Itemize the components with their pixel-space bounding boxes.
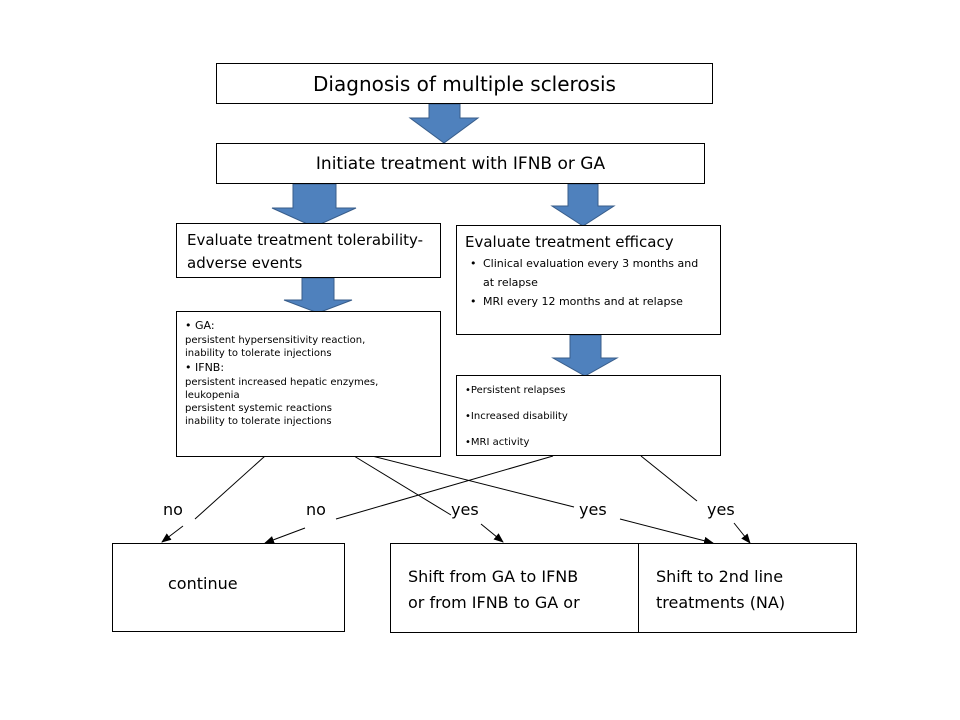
- efficacy-failure-list: Persistent relapses Increased disability…: [465, 378, 712, 456]
- ifnb-line: persistent systemic reactions: [185, 403, 332, 414]
- connector-adverse-to-yes-2: [371, 455, 575, 508]
- block-arrow-initiate-to-efficacy: [550, 183, 616, 227]
- shift-switch-line2: or from IFNB to GA or: [408, 593, 580, 612]
- ifnb-heading: IFNB:: [185, 360, 432, 376]
- connector-yes-3-to-second-line: [733, 522, 751, 544]
- efficacy-bullet-clinical: Clinical evaluation every 3 months and a…: [465, 254, 712, 292]
- efficacy-box: Evaluate treatment efficacy Clinical eva…: [456, 225, 721, 335]
- tolerability-title-line2: adverse events: [187, 254, 303, 272]
- label-yes-1: yes: [451, 500, 479, 519]
- connector-failure-to-yes-3: [640, 455, 698, 502]
- continue-text: continue: [168, 574, 238, 593]
- failure-item-disability: Increased disability: [465, 404, 712, 430]
- connector-no-to-continue-left: [161, 525, 184, 543]
- ifnb-line: inability to tolerate injections: [185, 416, 332, 427]
- adverse-events-list: GA: persistent hypersensitivity reaction…: [185, 318, 432, 428]
- label-no-left: no: [163, 500, 183, 519]
- label-yes-3: yes: [707, 500, 735, 519]
- second-line-line1: Shift to 2nd line: [656, 567, 784, 586]
- connector-no-to-continue-right: [264, 527, 306, 544]
- continue-box: continue: [112, 543, 345, 632]
- connector-yes-2-to-second-line: [619, 518, 714, 545]
- ifnb-line: leukopenia: [185, 390, 240, 401]
- connector-adverse-to-yes-1: [353, 455, 452, 516]
- initiate-treatment-text: Initiate treatment with IFNB or GA: [315, 153, 606, 174]
- ga-line: persistent hypersensitivity reaction,: [185, 335, 366, 346]
- efficacy-bullet-mri: MRI every 12 months and at relapse: [465, 292, 712, 311]
- block-arrow-tolerability-to-adverse: [283, 277, 353, 314]
- tolerability-title-line1: Evaluate treatment tolerability-: [187, 231, 424, 249]
- second-line-box: Shift to 2nd line treatments (NA): [638, 543, 857, 633]
- block-arrow-efficacy-to-failure: [551, 334, 619, 377]
- shift-switch-line1: Shift from GA to IFNB: [408, 567, 579, 586]
- diagnosis-box: Diagnosis of multiple sclerosis: [216, 63, 713, 104]
- failure-item-mri: MRI activity: [465, 430, 712, 456]
- initiate-treatment-box: Initiate treatment with IFNB or GA: [216, 143, 705, 184]
- block-arrow-diagnosis-to-initiate: [408, 103, 480, 144]
- efficacy-title: Evaluate treatment efficacy: [465, 233, 674, 251]
- label-yes-2: yes: [579, 500, 607, 519]
- shift-switch-box: Shift from GA to IFNB or from IFNB to GA…: [390, 543, 639, 633]
- connector-yes-1-to-shift: [480, 523, 504, 543]
- second-line-line2: treatments (NA): [656, 593, 786, 612]
- ga-heading: GA:: [185, 318, 432, 334]
- connector-adverse-to-no: [194, 455, 266, 520]
- ga-line: inability to tolerate injections: [185, 348, 332, 359]
- tolerability-box: Evaluate treatment tolerability- adverse…: [176, 223, 441, 278]
- efficacy-bullet-list: Clinical evaluation every 3 months and a…: [465, 254, 712, 311]
- block-arrow-initiate-to-tolerability: [271, 183, 357, 228]
- diagnosis-text: Diagnosis of multiple sclerosis: [313, 71, 616, 96]
- label-no-right: no: [306, 500, 326, 519]
- ifnb-line: persistent increased hepatic enzymes,: [185, 377, 379, 388]
- failure-item-relapses: Persistent relapses: [465, 378, 712, 404]
- connector-failure-to-no: [335, 455, 554, 520]
- efficacy-failure-box: Persistent relapses Increased disability…: [456, 375, 721, 456]
- adverse-events-box: GA: persistent hypersensitivity reaction…: [176, 311, 441, 457]
